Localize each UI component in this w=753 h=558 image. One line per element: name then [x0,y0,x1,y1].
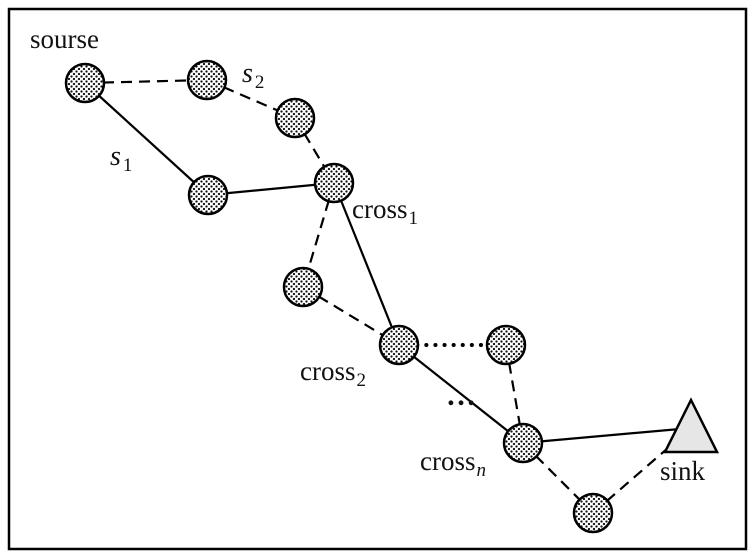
cross1-label: cross1 [352,194,418,229]
node-source [64,62,106,104]
node-detour-left [282,266,324,308]
node-lower-detour [572,492,614,534]
sink-triangle-icon [662,397,720,454]
crossn-base: cross [420,446,476,476]
edge-source-to-s2-upper-a [84,78,208,85]
path-s1-subscript: 1 [123,155,133,176]
node-crossn [502,422,544,464]
node-cross1 [313,162,355,204]
sink-label: sink [660,456,706,486]
node-detour-right [485,324,527,366]
path-s2-subscript: 2 [255,72,265,93]
edge-source-to-s1-middle [84,82,209,196]
cross1-subscript: 1 [409,208,419,229]
node-layer [64,59,720,534]
edge-cross1-to-cross2 [332,182,401,346]
ellipsis-dots: … [446,379,476,412]
crossn-label: crossn [420,446,486,481]
cross2-subscript: 2 [357,370,367,391]
path-s2-base: s [242,58,253,89]
cross1-base: cross [352,194,408,224]
diagram-frame [7,7,748,551]
node-s2-upper-a [186,59,228,101]
node-cross2 [378,324,420,366]
source-label: sourse [30,24,99,54]
path-s1-base: s [110,141,121,172]
cross2-base: cross [300,356,356,386]
edge-cross2-to-crossn [398,344,524,444]
crossn-subscript: n [477,460,487,481]
node-s2-upper-b [274,97,316,139]
edge-crossn-to-sink [522,426,692,445]
node-s1-middle [187,174,229,216]
cross2-label: cross2 [300,356,366,391]
edge-s1-middle-to-cross1 [207,181,335,197]
